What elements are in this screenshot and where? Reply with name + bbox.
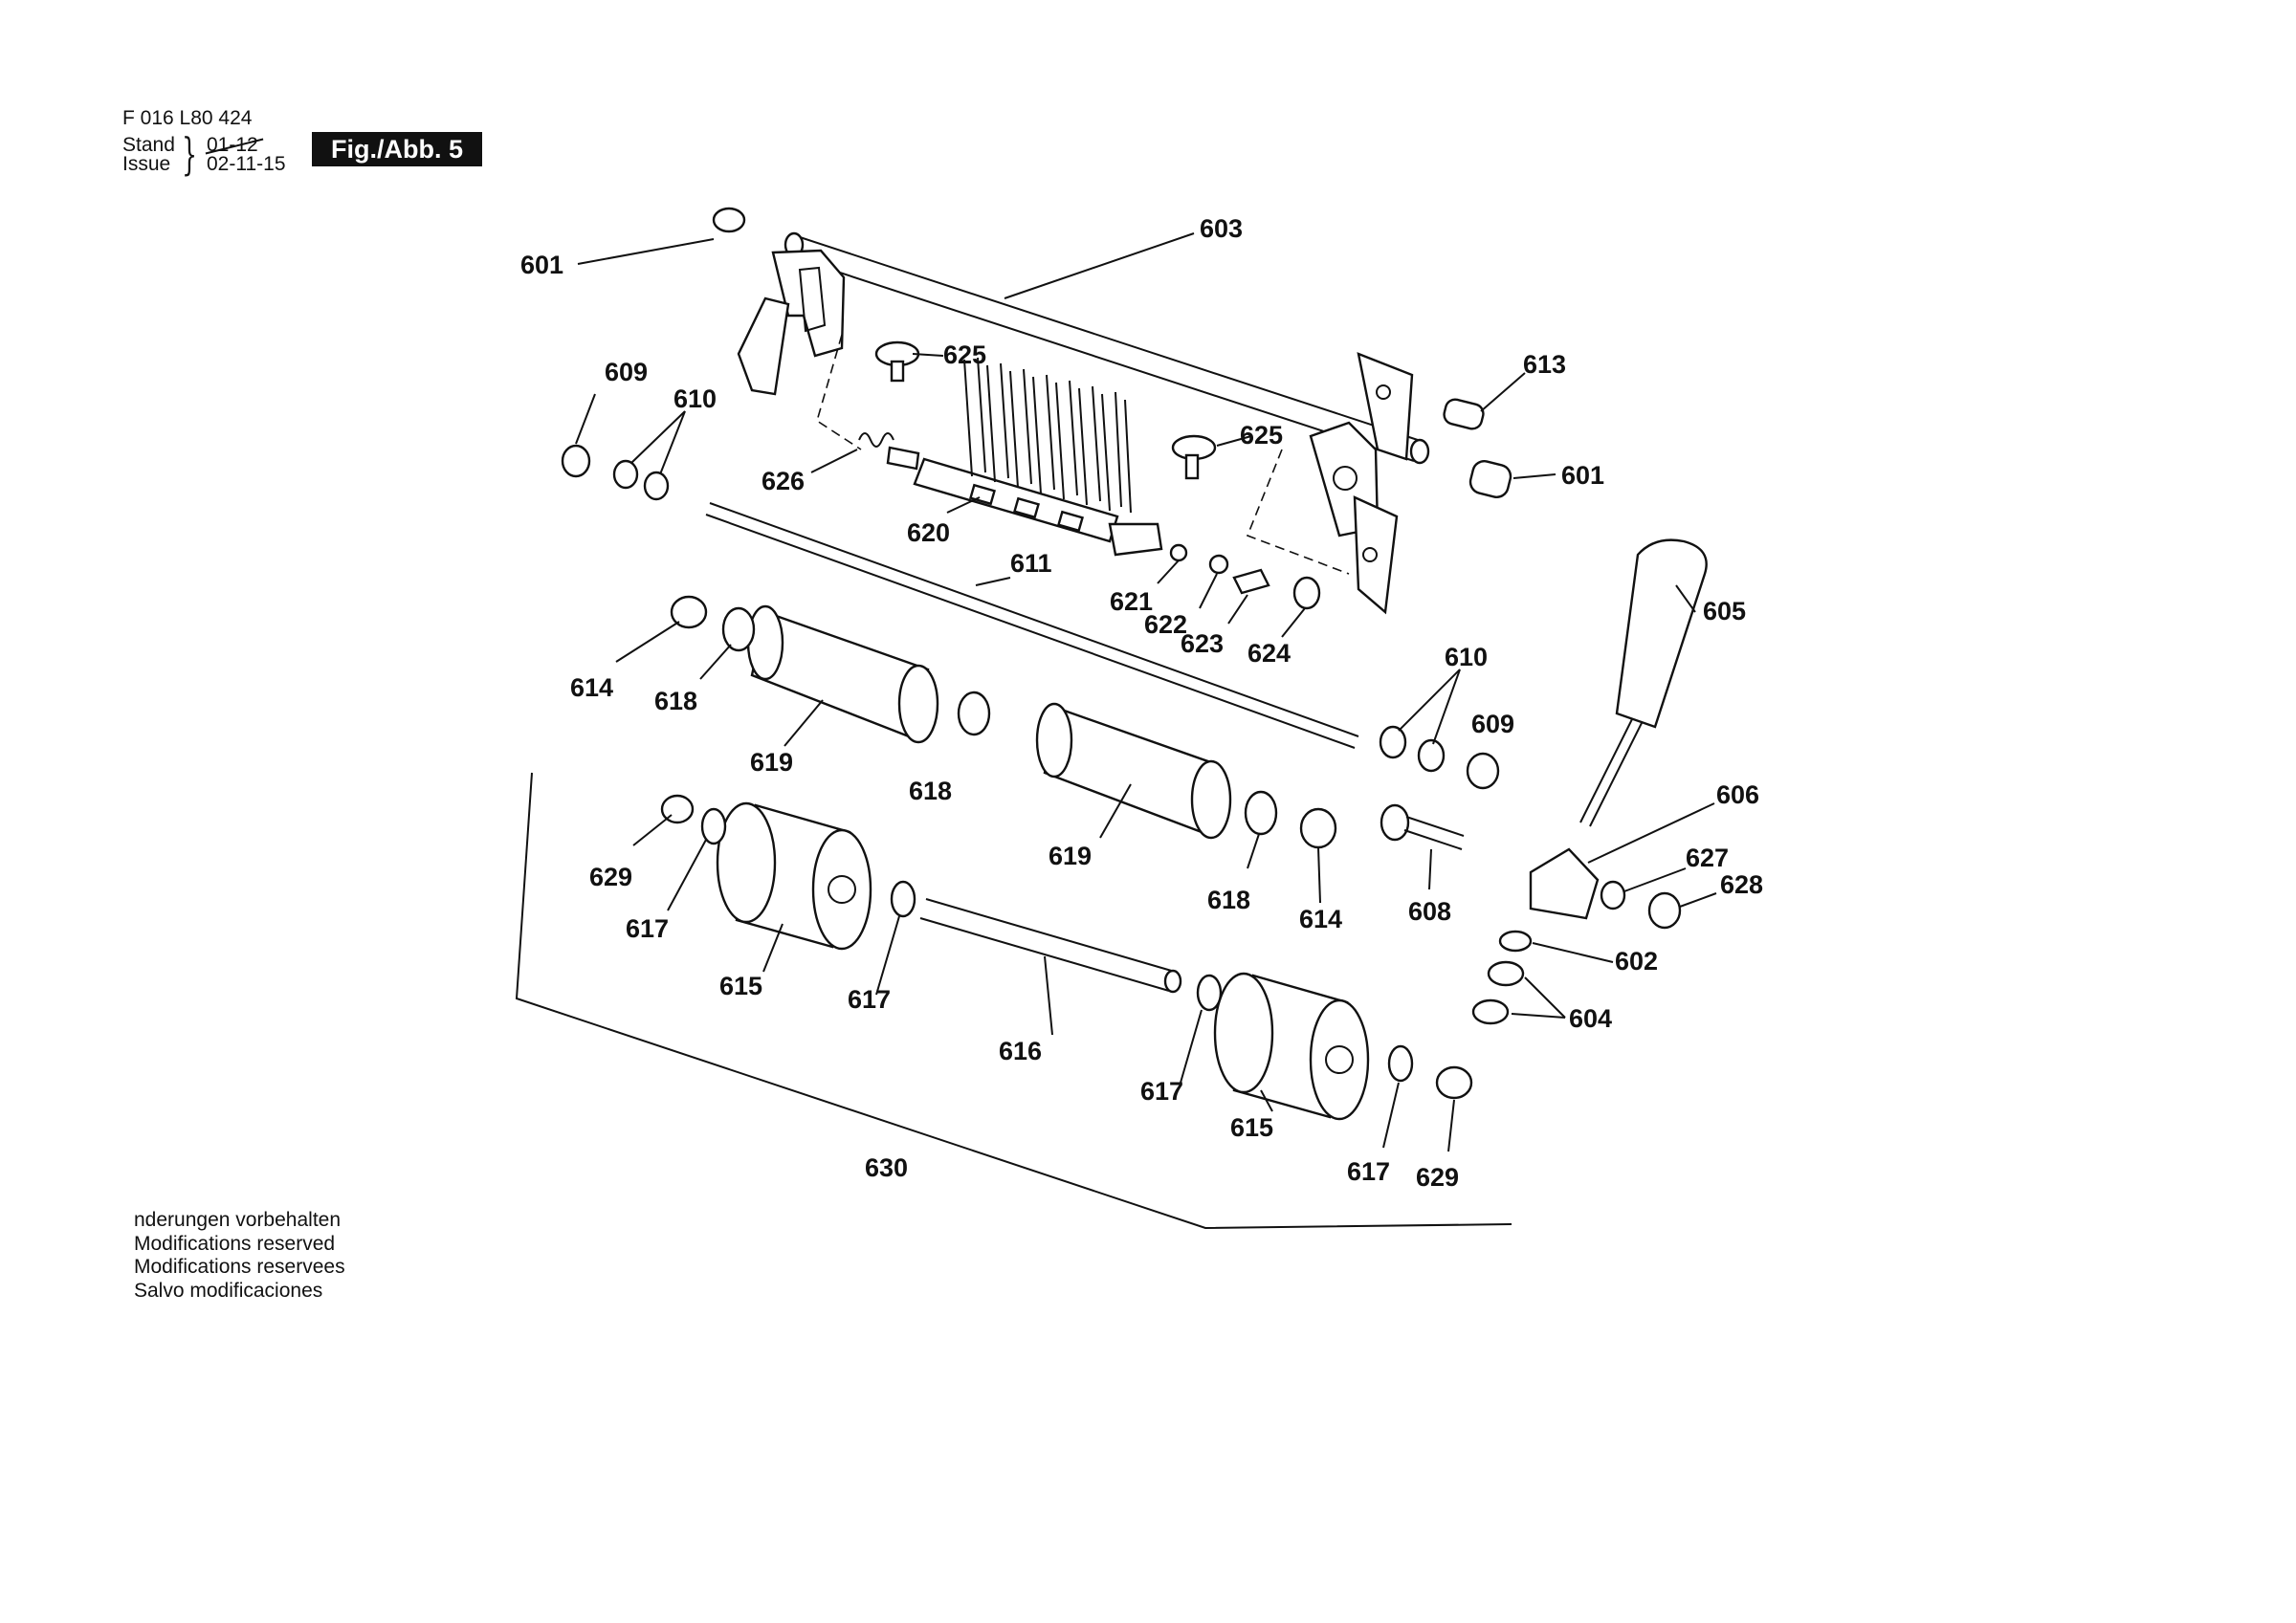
sleeve-629-right <box>1435 1065 1473 1100</box>
part-label-629: 629 <box>1416 1163 1459 1192</box>
comb-assembly-part <box>913 357 1163 557</box>
nut-609-right <box>1466 752 1500 790</box>
part-label-601: 601 <box>520 251 563 279</box>
figure-badge: Fig./Abb. 5 <box>312 132 482 166</box>
modifications-notice: nderungen vorbehalten Modifications rese… <box>134 1209 345 1303</box>
washer-624 <box>1292 576 1321 610</box>
part-label-610: 610 <box>673 384 717 413</box>
part-label-623: 623 <box>1181 629 1224 658</box>
brace-icon: } <box>182 128 198 180</box>
wheel-615-right <box>1213 972 1370 1121</box>
part-label-609: 609 <box>605 358 648 386</box>
washer-617-d <box>1387 1044 1414 1083</box>
part-label-625: 625 <box>943 340 986 369</box>
wheel-615-left <box>716 801 872 951</box>
part-label-613: 613 <box>1523 350 1566 379</box>
part-label-617: 617 <box>1347 1157 1390 1186</box>
washer-617-b <box>890 880 916 918</box>
washer-610-right-a <box>1379 725 1407 759</box>
part-label-621: 621 <box>1110 587 1153 616</box>
part-label-602: 602 <box>1615 947 1658 976</box>
sleeve-628 <box>1647 891 1682 930</box>
part-label-625: 625 <box>1240 421 1283 450</box>
notice-line-de: nderungen vorbehalten <box>134 1209 342 1231</box>
washer-621 <box>1169 543 1188 562</box>
part-label-619: 619 <box>1049 842 1092 870</box>
washer-617-a <box>700 807 727 845</box>
washer-617-c <box>1196 974 1223 1012</box>
issue-label: Issue <box>122 153 171 175</box>
part-label-604: 604 <box>1569 1004 1612 1033</box>
part-label-619: 619 <box>750 748 793 777</box>
part-label-620: 620 <box>907 518 950 547</box>
part-label-615: 615 <box>1230 1113 1273 1142</box>
handle-605 <box>1579 538 1708 827</box>
washer-627 <box>1600 880 1626 910</box>
sleeve-613 <box>1443 398 1485 430</box>
part-label-611: 611 <box>1010 549 1052 578</box>
shaft-616 <box>919 898 1182 994</box>
part-label-614: 614 <box>570 673 613 702</box>
document-number: F 016 L80 424 <box>122 107 253 129</box>
sleeve-601-right <box>1468 460 1512 498</box>
part-label-617: 617 <box>1140 1077 1183 1106</box>
washer-618-center <box>957 691 991 736</box>
leader-lines <box>575 232 1717 1152</box>
stand-label: Stand <box>122 134 175 156</box>
washer-602 <box>1498 930 1533 953</box>
part-label-626: 626 <box>762 467 805 495</box>
knob-625-left <box>874 340 920 383</box>
notice-line-es: Salvo modificaciones <box>134 1279 323 1302</box>
sleeve-614-right <box>1299 807 1337 849</box>
part-label-615: 615 <box>719 972 762 1000</box>
washer-610-left-b <box>643 471 670 501</box>
part-label-618: 618 <box>1207 886 1250 914</box>
part-label-603: 603 <box>1200 214 1243 243</box>
part-label-609: 609 <box>1471 710 1514 738</box>
part-label-627: 627 <box>1686 844 1729 872</box>
part-label-601: 601 <box>1561 461 1604 490</box>
spring-626 <box>858 432 920 471</box>
part-label-618: 618 <box>909 777 952 805</box>
part-label-617: 617 <box>626 914 669 943</box>
nut-604-a <box>1487 960 1525 987</box>
washer-610-right-b <box>1417 738 1446 773</box>
part-label-628: 628 <box>1720 870 1763 899</box>
part-label-617: 617 <box>848 985 891 1014</box>
part-label-616: 616 <box>999 1037 1042 1065</box>
sleeve-601-top <box>712 207 746 233</box>
washer-618-left <box>721 606 756 652</box>
part-label-608: 608 <box>1408 897 1451 926</box>
roller-619-left <box>746 604 939 744</box>
knob-625-right <box>1171 434 1217 480</box>
part-label-629: 629 <box>589 863 632 891</box>
notice-line-fr: Modifications reservees <box>134 1256 345 1278</box>
part-label-624: 624 <box>1247 639 1291 668</box>
washer-618-right <box>1244 790 1278 836</box>
sleeve-614-left <box>670 595 708 629</box>
part-label-614: 614 <box>1299 905 1342 933</box>
bracket-606 <box>1529 847 1600 920</box>
part-label-605: 605 <box>1703 597 1746 625</box>
part-label-618: 618 <box>654 687 697 715</box>
assembly-guide-line <box>816 334 1350 575</box>
washer-610-left-a <box>612 459 639 490</box>
notice-line-en: Modifications reserved <box>134 1232 336 1255</box>
part-label-622: 622 <box>1144 610 1187 639</box>
nut-609-left <box>561 444 591 478</box>
issue-date: 02-11-15 <box>207 153 286 175</box>
part-label-630: 630 <box>865 1153 908 1182</box>
part-label-610: 610 <box>1445 643 1488 671</box>
spring-622 <box>1208 554 1229 575</box>
part-label-606: 606 <box>1716 780 1759 809</box>
axle-611 <box>705 502 1359 749</box>
roller-619-right <box>1035 702 1232 840</box>
bolt-623 <box>1232 568 1270 595</box>
assembly-bracket-630 <box>515 772 1512 1230</box>
frame-bar-part <box>737 231 1430 615</box>
nut-604-b <box>1471 998 1510 1025</box>
bolt-608 <box>1380 803 1465 850</box>
